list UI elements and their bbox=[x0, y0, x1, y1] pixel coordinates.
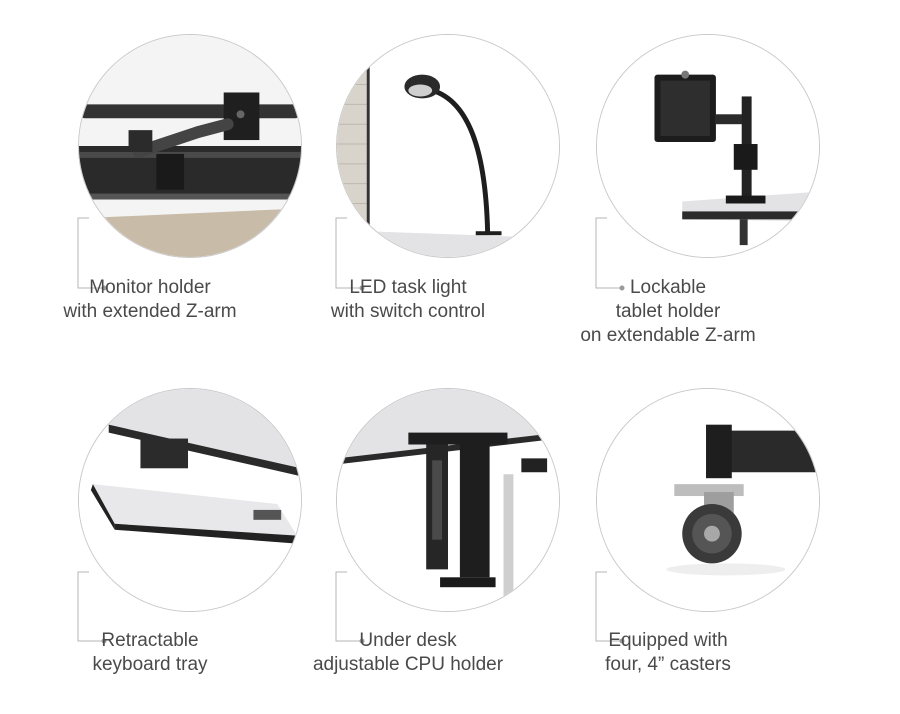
tablet-holder-image bbox=[596, 34, 820, 258]
feature-casters: Equipped with four, 4” casters bbox=[518, 357, 820, 714]
feature-caption: Under desk adjustable CPU holder bbox=[258, 629, 558, 677]
led-light-image bbox=[336, 34, 560, 258]
caption-line: four, 4” casters bbox=[605, 654, 731, 675]
feature-caption: Lockable tablet holder on extendable Z-a… bbox=[518, 276, 818, 348]
keyboard-tray-icon bbox=[79, 389, 301, 611]
caption-line: Under desk bbox=[359, 630, 457, 651]
task-light-icon bbox=[337, 35, 559, 257]
feature-keyboard-tray: Retractable keyboard tray bbox=[0, 357, 302, 714]
feature-caption: Retractable keyboard tray bbox=[0, 629, 300, 677]
keyboard-tray-image bbox=[78, 388, 302, 612]
tablet-holder-icon bbox=[597, 35, 819, 257]
caption-line: tablet holder bbox=[615, 301, 721, 322]
caption-line: Equipped with bbox=[608, 630, 728, 651]
caption-line: Retractable bbox=[101, 630, 199, 651]
feature-caption: Monitor holder with extended Z-arm bbox=[0, 276, 300, 324]
caster-wheel-icon bbox=[597, 389, 819, 611]
caption-line: with extended Z-arm bbox=[63, 301, 237, 322]
caption-line: with switch control bbox=[330, 301, 486, 322]
caption-line: on extendable Z-arm bbox=[580, 325, 756, 346]
caption-line: LED task light bbox=[349, 277, 467, 298]
feature-cpu-holder: Under desk adjustable CPU holder bbox=[258, 357, 560, 714]
feature-tablet-holder: Lockable tablet holder on extendable Z-a… bbox=[518, 0, 820, 357]
feature-caption: LED task light with switch control bbox=[258, 276, 558, 324]
feature-led-light: LED task light with switch control bbox=[258, 0, 560, 357]
caption-line: keyboard tray bbox=[92, 654, 208, 675]
feature-caption: Equipped with four, 4” casters bbox=[518, 629, 818, 677]
cpu-holder-icon bbox=[337, 389, 559, 611]
casters-image bbox=[596, 388, 820, 612]
feature-monitor-holder: Monitor holder with extended Z-arm bbox=[0, 0, 302, 357]
cpu-holder-image bbox=[336, 388, 560, 612]
caption-line: Monitor holder bbox=[89, 277, 211, 298]
caption-line: adjustable CPU holder bbox=[312, 654, 504, 675]
caption-line: Lockable bbox=[629, 277, 707, 298]
